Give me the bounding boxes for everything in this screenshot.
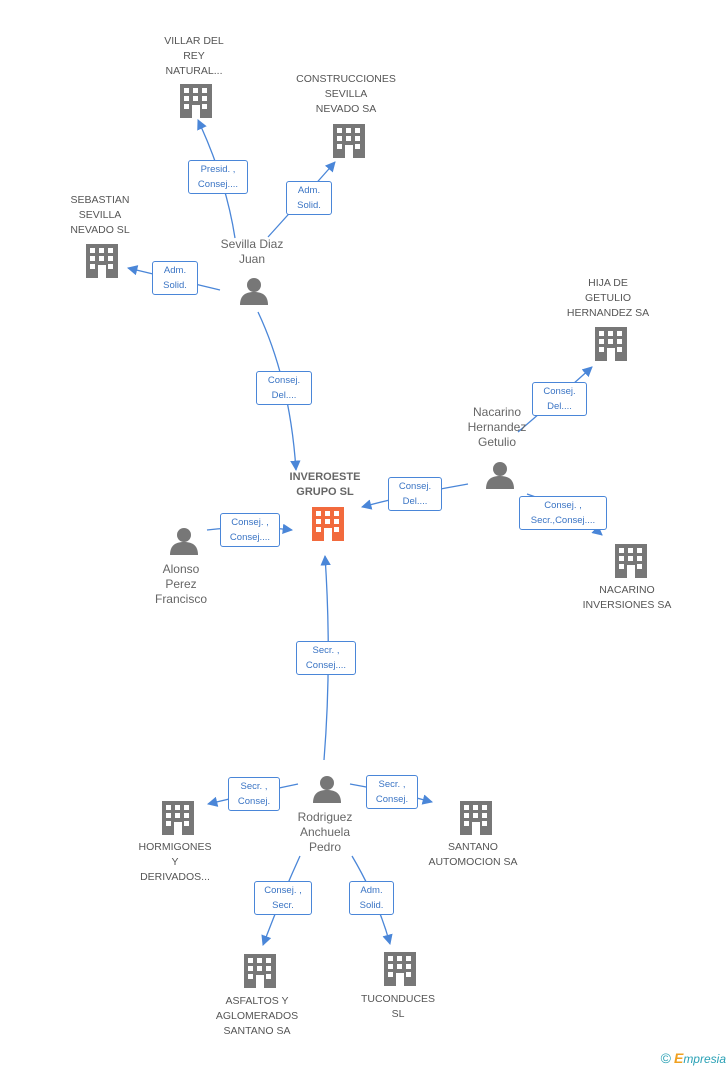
company-villar-label[interactable]: VILLAR DEL REY NATURAL... xyxy=(164,35,224,77)
edge-label-nacarino-center[interactable]: Consej. Del.... xyxy=(388,477,442,511)
edge-label-sevilla-center[interactable]: Consej. Del.... xyxy=(256,371,312,405)
company-santano-label[interactable]: SANTANO AUTOMOCION SA xyxy=(428,841,518,868)
person-alonso-label[interactable]: Alonso Perez Francisco xyxy=(154,562,207,606)
building-icon[interactable] xyxy=(615,544,647,578)
brand-name: mpresia xyxy=(683,1052,726,1066)
building-icon[interactable] xyxy=(460,801,492,835)
company-hija-label[interactable]: HIJA DE GETULIO HERNANDEZ SA xyxy=(566,277,650,319)
edge-label-rodriguez-asfaltos[interactable]: Consej. , Secr. xyxy=(254,881,312,915)
brand-initial: E xyxy=(673,1050,684,1066)
building-icon[interactable] xyxy=(333,124,365,158)
building-icon[interactable] xyxy=(180,84,212,118)
edge-label-rodriguez-santano[interactable]: Secr. , Consej. xyxy=(366,775,418,809)
company-nacarino-inv-label[interactable]: NACARINO INVERSIONES SA xyxy=(582,584,672,611)
person-icon[interactable] xyxy=(313,776,341,803)
copyright-icon: © xyxy=(660,1050,671,1066)
company-sebastian-label[interactable]: SEBASTIAN SEVILLA NEVADO SL xyxy=(70,194,130,236)
edge-label-nacarino-inv[interactable]: Consej. , Secr.,Consej.... xyxy=(519,496,607,530)
person-sevilla-label[interactable]: Sevilla Diaz Juan xyxy=(220,237,284,266)
edge-label-sevilla-sebastian[interactable]: Adm. Solid. xyxy=(152,261,198,295)
center-building-icon[interactable] xyxy=(312,507,344,541)
building-icon[interactable] xyxy=(595,327,627,361)
edge-label-sevilla-construcciones[interactable]: Adm. Solid. xyxy=(286,181,332,215)
center-company-label[interactable]: INVEROESTE GRUPO SL xyxy=(289,471,361,498)
person-icon[interactable] xyxy=(240,278,268,305)
edge-label-sevilla-villar[interactable]: Presid. , Consej.... xyxy=(188,160,248,194)
company-asfaltos-label[interactable]: ASFALTOS Y AGLOMERADOS SANTANO SA xyxy=(215,995,299,1037)
edge-label-rodriguez-tuconduces[interactable]: Adm. Solid. xyxy=(349,881,394,915)
company-construcciones-label[interactable]: CONSTRUCCIONES SEVILLA NEVADO SA xyxy=(296,73,396,115)
person-icon[interactable] xyxy=(170,528,198,555)
edge-label-nacarino-hija[interactable]: Consej. Del.... xyxy=(532,382,587,416)
building-icon[interactable] xyxy=(384,952,416,986)
building-icon[interactable] xyxy=(86,244,118,278)
edge-label-rodriguez-hormigones[interactable]: Secr. , Consej. xyxy=(228,777,280,811)
person-icon[interactable] xyxy=(486,462,514,489)
building-icon[interactable] xyxy=(244,954,276,988)
empresia-brand[interactable]: ©Empresia xyxy=(661,1050,726,1066)
building-icon[interactable] xyxy=(162,801,194,835)
company-tuconduces-label[interactable]: TUCONDUCES SL xyxy=(360,993,436,1020)
edge-label-alonso-center[interactable]: Consej. , Consej.... xyxy=(220,513,280,547)
person-rodriguez-label[interactable]: Rodriguez Anchuela Pedro xyxy=(297,810,353,854)
company-hormigones-label[interactable]: HORMIGONES Y DERIVADOS... xyxy=(138,841,212,883)
person-nacarino-label[interactable]: Nacarino Hernandez Getulio xyxy=(467,405,527,449)
edge-label-rodriguez-center[interactable]: Secr. , Consej.... xyxy=(296,641,356,675)
